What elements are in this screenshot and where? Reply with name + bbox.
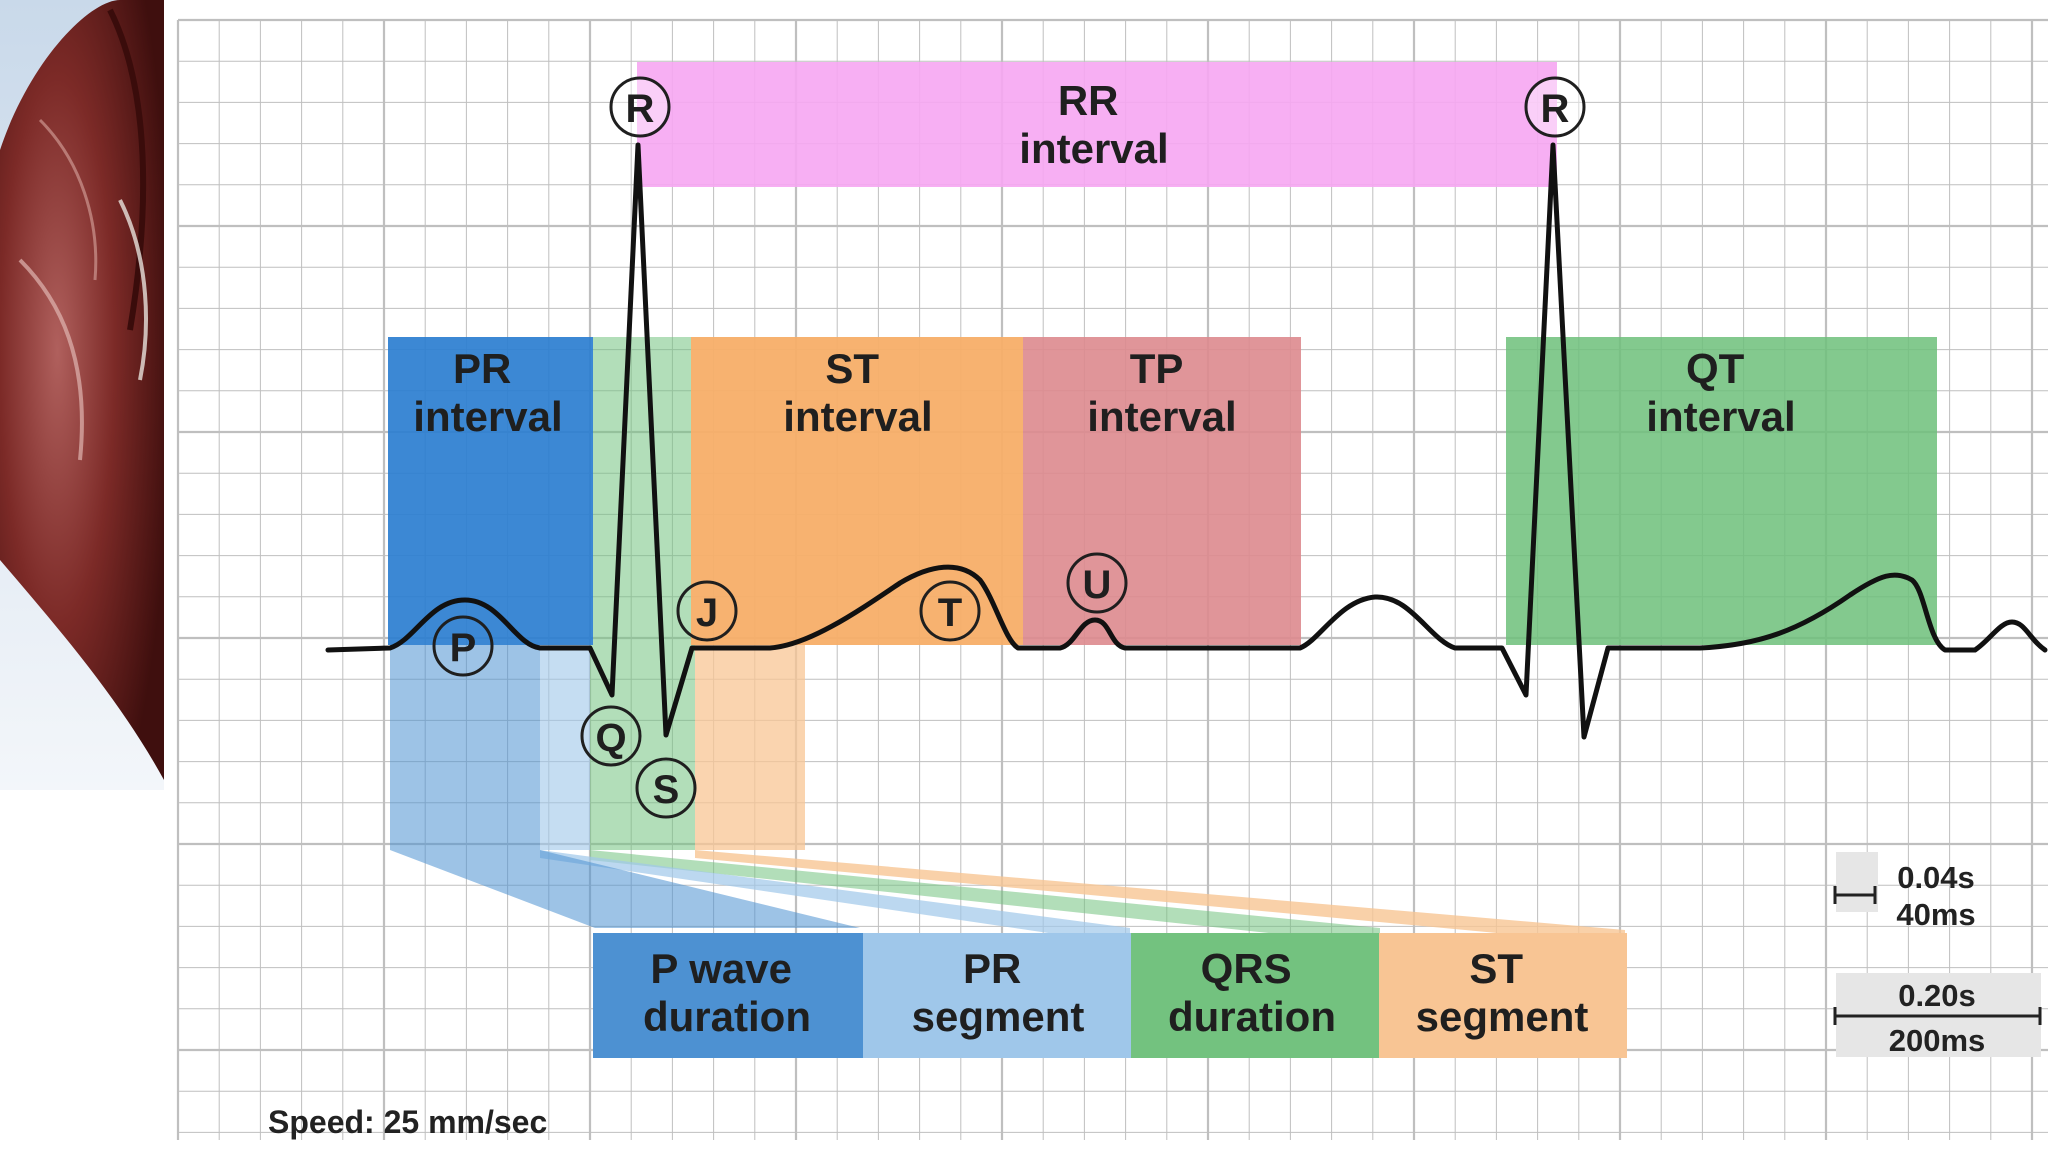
large-box-time: 0.20s: [1898, 978, 1976, 1013]
segment-ribbons: [390, 850, 1625, 945]
svg-text:R: R: [626, 87, 655, 131]
st-ribbon: [695, 850, 1625, 945]
j-marker: J: [676, 580, 738, 642]
time-scale-legend: 0.04s 40ms 0.20s 200ms: [1833, 852, 2042, 1058]
st-segment-box: [1379, 933, 1627, 1058]
pr-segment-label: PR segment: [912, 945, 1085, 1040]
svg-text:U: U: [1083, 563, 1112, 607]
st-interval-label: ST interval: [783, 345, 932, 440]
heart-photo: [0, 0, 164, 790]
q-marker: Q: [580, 705, 642, 767]
st-interval-box: [691, 337, 1023, 645]
pr-seg-drop: [540, 645, 590, 850]
qrs-duration-box: [1131, 933, 1379, 1058]
p-wave-duration-box: [593, 933, 863, 1058]
interval-labels: RR interval PR interval ST interval TP i…: [413, 77, 1795, 440]
svg-text:P: P: [450, 626, 477, 670]
t-marker: T: [919, 580, 981, 642]
speed-label: Speed: 25 mm/sec: [268, 1104, 547, 1140]
pr-interval-label: PR interval: [413, 345, 562, 440]
u-marker: U: [1066, 552, 1128, 614]
svg-text:J: J: [696, 591, 718, 635]
interval-boxes: [388, 62, 1937, 645]
s-marker: S: [635, 757, 697, 819]
tp-interval-label: TP interval: [1087, 345, 1236, 440]
svg-text:R: R: [1541, 87, 1570, 131]
p-wave-drop: [390, 645, 540, 850]
svg-text:Q: Q: [595, 716, 626, 760]
segment-labels: P wave duration PR segment QRS duration …: [643, 945, 1588, 1040]
qt-interval-label: QT interval: [1646, 345, 1795, 440]
qrs-column: [593, 337, 691, 645]
st-seg-drop: [695, 645, 805, 850]
p-wave-ribbon: [390, 850, 860, 928]
r-marker-1: R: [609, 76, 671, 138]
pr-segment-box: [863, 933, 1131, 1058]
wave-markers: R R P Q S J T: [432, 76, 1586, 819]
interval-drops: [390, 645, 805, 850]
p-marker: P: [432, 615, 494, 677]
pr-interval-box: [388, 337, 593, 645]
p-wave-duration-label: P wave duration: [643, 945, 811, 1040]
svg-text:S: S: [653, 768, 680, 812]
segment-boxes: [593, 933, 1627, 1058]
rr-interval-box: [637, 62, 1557, 187]
svg-text:T: T: [938, 591, 962, 635]
r-marker-2: R: [1524, 76, 1586, 138]
rr-label: RR interval: [1019, 77, 1168, 172]
large-box-ms: 200ms: [1889, 1023, 1986, 1058]
small-box-time: 0.04s: [1897, 860, 1975, 895]
pr-seg-ribbon: [540, 850, 1130, 945]
ecg-trace: [325, 142, 2048, 740]
small-box-scale-bg: [1836, 852, 1878, 912]
qrs-ribbon: [590, 850, 1380, 945]
small-box-ms: 40ms: [1896, 897, 1975, 932]
st-segment-label: ST segment: [1416, 945, 1589, 1040]
qrs-duration-label: QRS duration: [1168, 945, 1336, 1040]
